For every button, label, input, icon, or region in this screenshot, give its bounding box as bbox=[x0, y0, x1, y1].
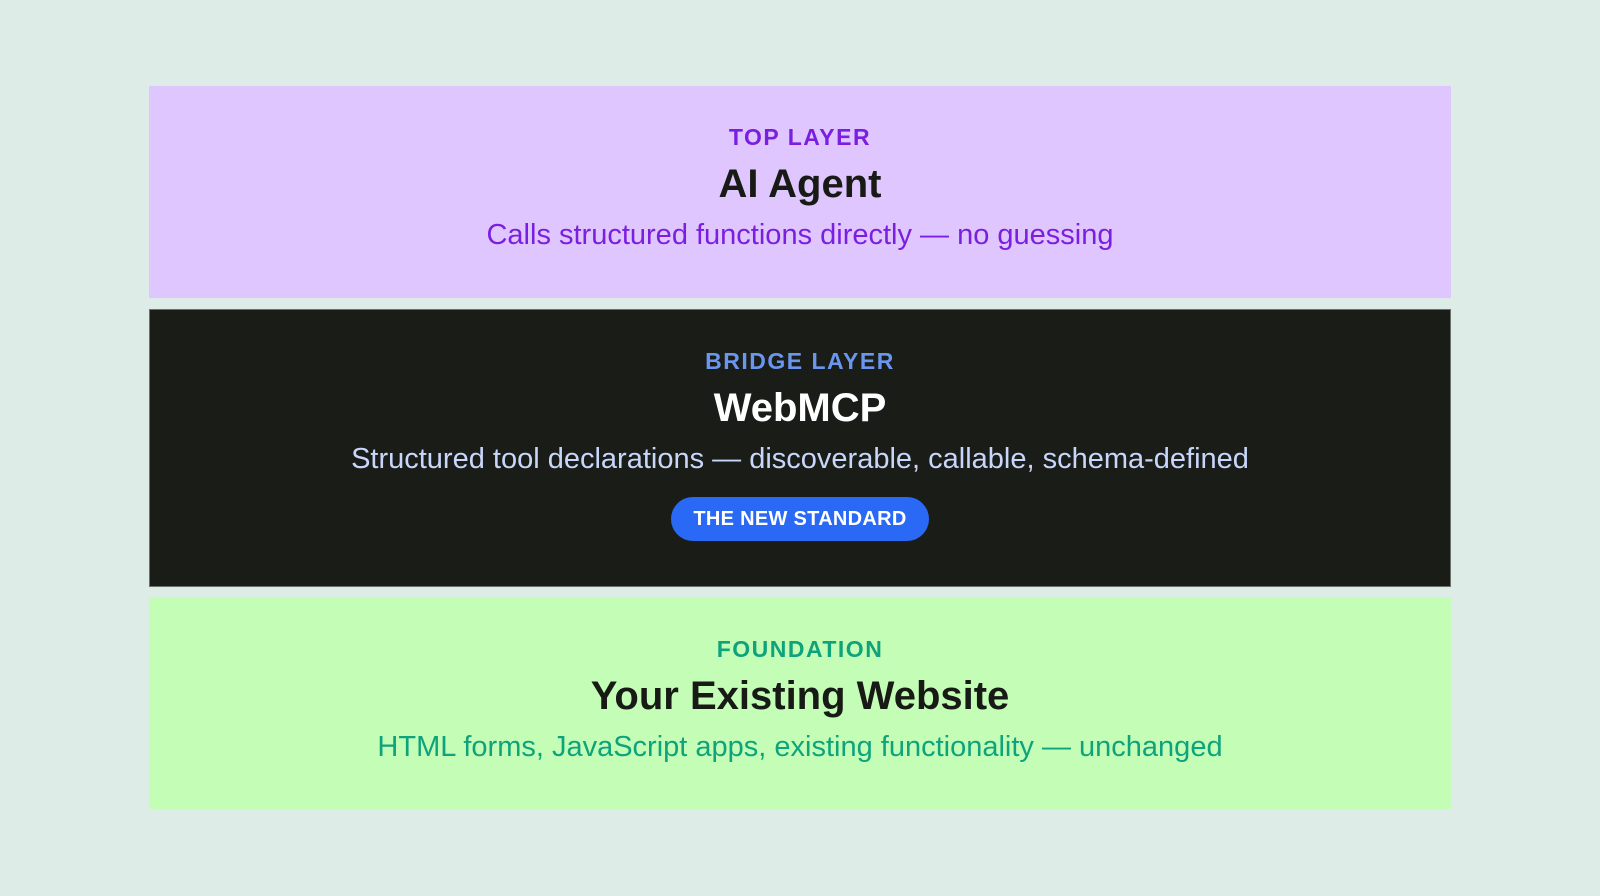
bridge-layer-title: WebMCP bbox=[713, 386, 887, 430]
bridge-layer-eyebrow: BRIDGE LAYER bbox=[705, 348, 895, 374]
new-standard-badge: THE NEW STANDARD bbox=[671, 497, 929, 541]
bridge-layer-card: BRIDGE LAYER WebMCP Structured tool decl… bbox=[149, 309, 1451, 587]
foundation-layer-description: HTML forms, JavaScript apps, existing fu… bbox=[377, 731, 1223, 763]
top-layer-description: Calls structured functions directly — no… bbox=[486, 219, 1114, 251]
foundation-layer-title: Your Existing Website bbox=[590, 674, 1010, 718]
foundation-layer-card: FOUNDATION Your Existing Website HTML fo… bbox=[149, 597, 1451, 809]
top-layer-card: TOP LAYER AI Agent Calls structured func… bbox=[149, 86, 1451, 298]
top-layer-eyebrow: TOP LAYER bbox=[728, 124, 872, 150]
bridge-layer-description: Structured tool declarations — discovera… bbox=[351, 443, 1249, 475]
foundation-layer-eyebrow: FOUNDATION bbox=[716, 636, 884, 662]
top-layer-title: AI Agent bbox=[718, 162, 882, 206]
layer-stack-diagram: TOP LAYER AI Agent Calls structured func… bbox=[149, 86, 1451, 809]
